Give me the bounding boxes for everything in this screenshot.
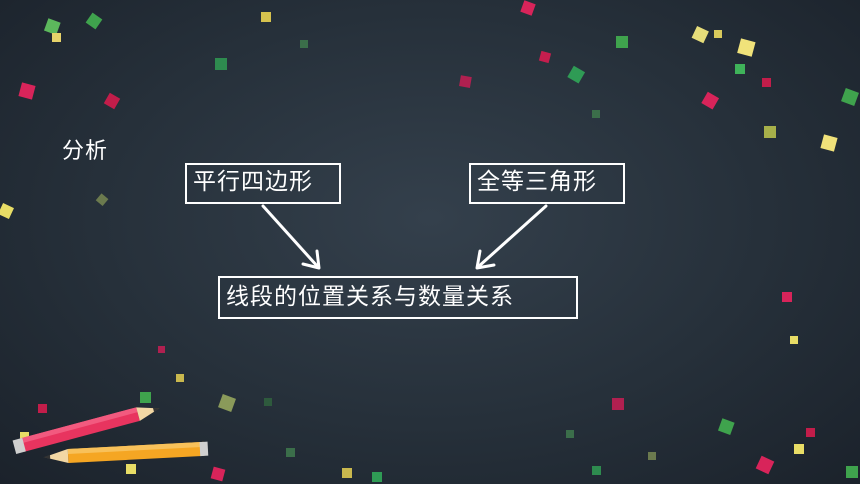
right-arrow [475, 204, 548, 270]
red-pencil-icon [12, 407, 161, 454]
segment-relations-box: 线段的位置关系与数量关系 [218, 276, 578, 319]
analysis-label: 分析 [62, 139, 109, 164]
left-arrow [261, 204, 321, 270]
congruent-triangles-box: 全等三角形 [469, 163, 625, 204]
orange-pencil-icon [43, 441, 209, 463]
parallelogram-box: 平行四边形 [185, 163, 341, 204]
